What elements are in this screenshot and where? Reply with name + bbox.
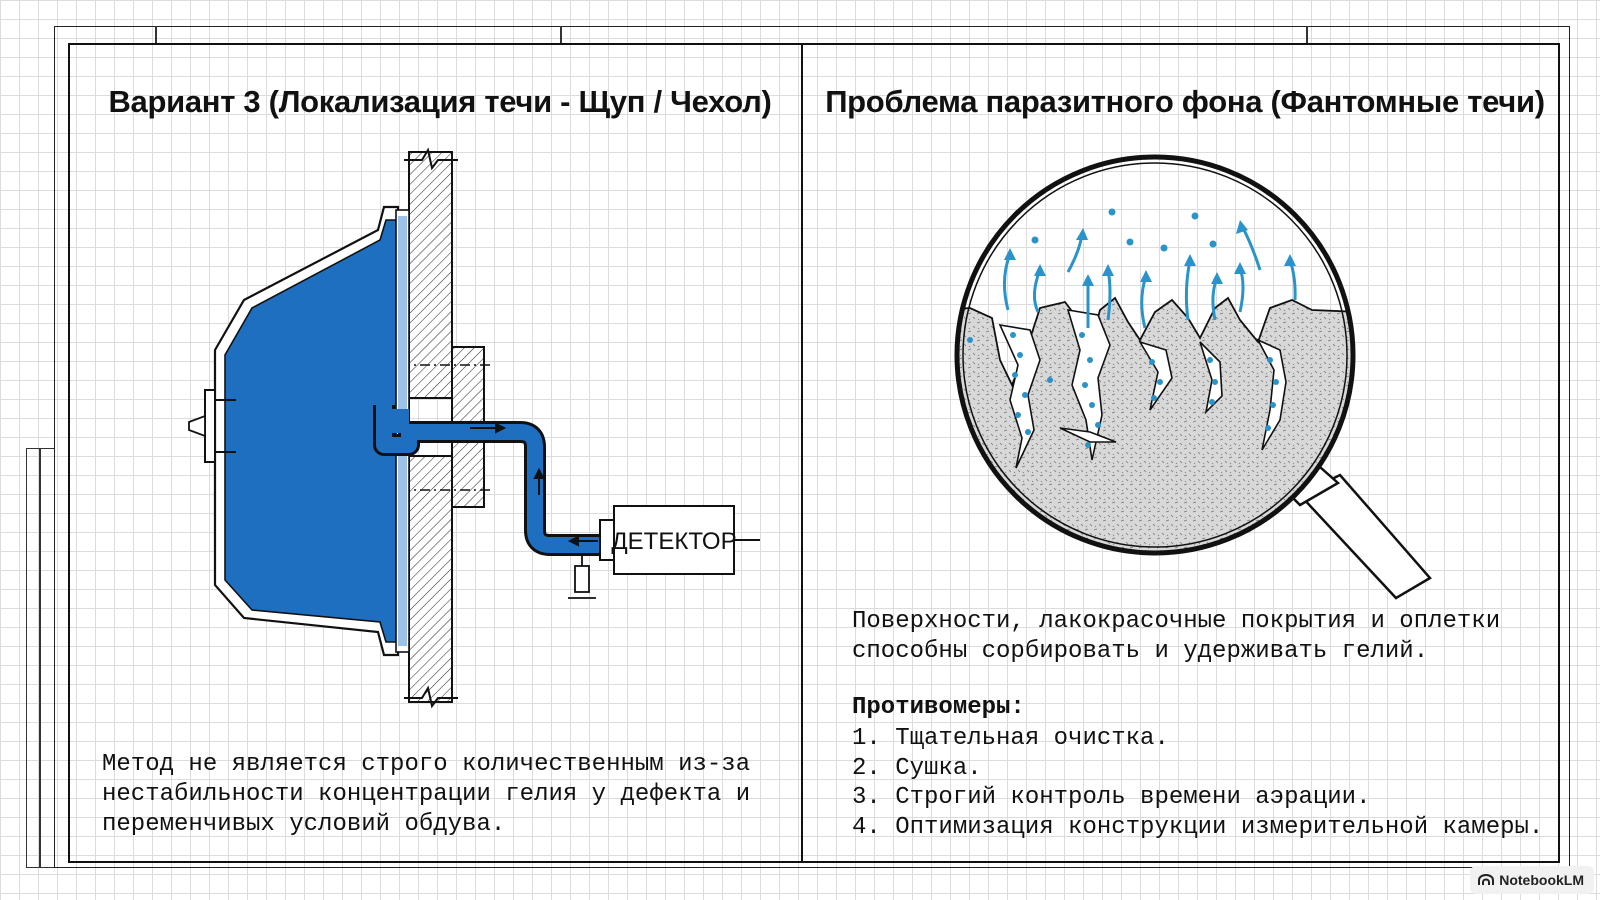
note-line: Метод не является строго количественным …: [102, 751, 751, 778]
frame-tick: [560, 26, 562, 43]
note-line: Поверхности, лакокрасочные покрытия и оп…: [852, 608, 1501, 635]
right-panel-note: Поверхности, лакокрасочные покрытия и оп…: [852, 607, 1552, 667]
detector-unit: ДЕТЕКТОР: [599, 505, 760, 575]
frame-tick: [155, 26, 157, 43]
inner-frame: [68, 43, 1560, 863]
leak-probe-diagram: ДЕТЕКТОР: [188, 147, 760, 709]
magnifier-lens: [954, 154, 1356, 556]
left-panel-note: Метод не является строго количественным …: [102, 750, 762, 840]
outer-frame: [54, 26, 1570, 868]
detector-label: ДЕТЕКТОР: [611, 528, 736, 555]
countermeasures-title: Противомеры:: [852, 694, 1025, 721]
wall-section: [404, 147, 458, 709]
list-item: 4. Оптимизация конструкции измерительной…: [852, 813, 1544, 841]
helium-line: [373, 405, 605, 556]
notebooklm-badge[interactable]: NotebookLM: [1470, 866, 1594, 894]
badge-label: NotebookLM: [1499, 872, 1584, 888]
magnifier-diagram: [954, 154, 1432, 600]
list-item: 2. Сушка.: [852, 754, 982, 782]
frame-side-strip: [26, 448, 54, 868]
left-panel-title: Вариант 3 (Локализация течи - Щуп / Чехо…: [108, 84, 772, 119]
note-line: способны сорбировать и удерживать гелий.: [852, 638, 1429, 665]
helium-cover: [213, 205, 410, 657]
frame-tick: [1306, 26, 1308, 43]
panel-divider: [801, 43, 803, 863]
right-panel-title: Проблема паразитного фона (Фантомные теч…: [825, 84, 1545, 119]
cover-valve: [188, 389, 236, 463]
list-item: 3. Строгий контроль времени аэрации.: [852, 784, 1371, 811]
countermeasures-list: 1. Тщательная очистка. 2. Сушка. 3. Стро…: [852, 724, 1543, 842]
flow-arrows: [470, 422, 598, 547]
notebooklm-logo-icon: [1478, 874, 1495, 885]
list-item: 1. Тщательная очистка.: [852, 725, 1169, 752]
drain-valve: [568, 556, 596, 599]
helium-particles: [967, 208, 1279, 448]
note-line: переменчивых условий обдува.: [102, 811, 506, 838]
porous-surface: [957, 208, 1353, 553]
note-line: нестабильности концентрации гелия у дефе…: [102, 781, 751, 808]
